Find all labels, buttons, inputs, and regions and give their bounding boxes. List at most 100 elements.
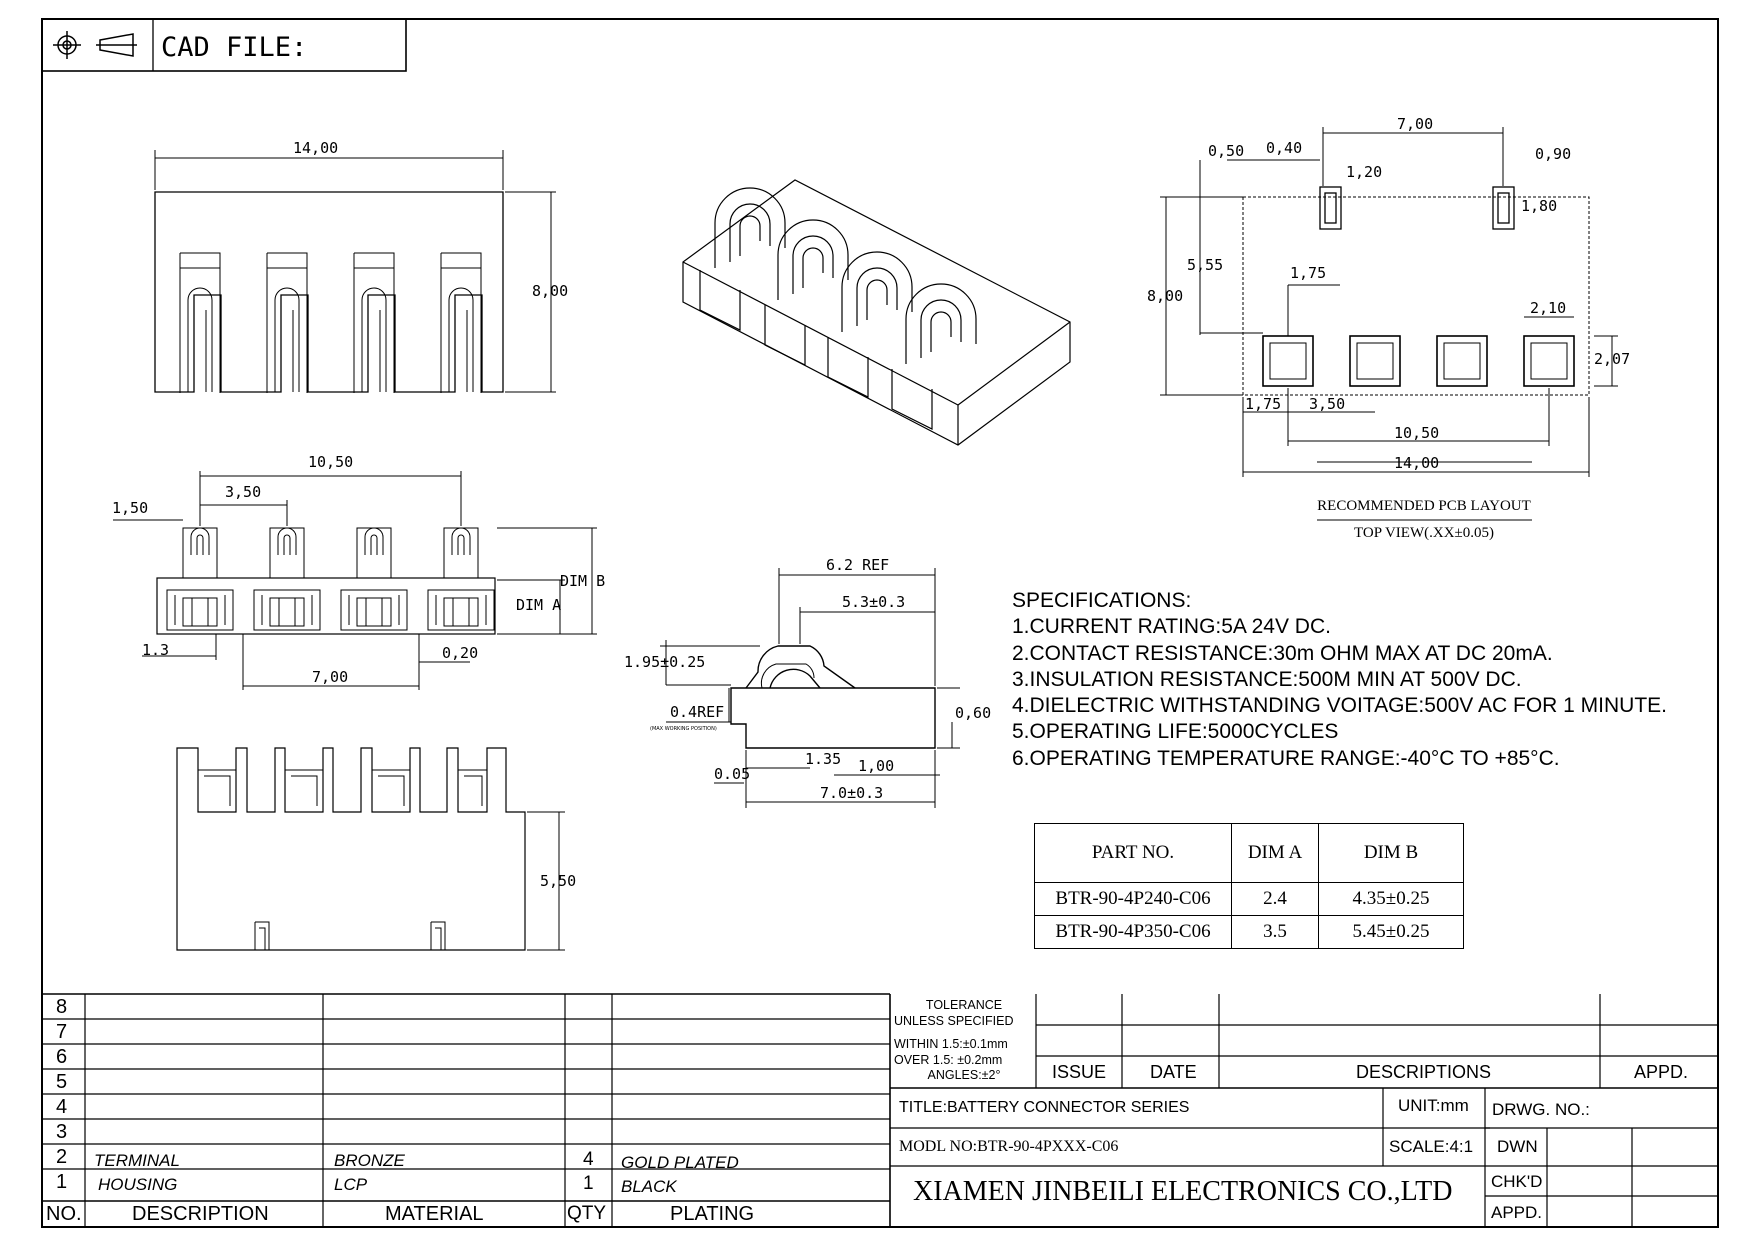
bom-header-plating: PLATING	[670, 1203, 755, 1225]
pcb-dim-800: 8,00	[1147, 287, 1183, 305]
tolerance-note: TOLERANCE UNLESS SPECIFIED WITHIN 1.5:±0…	[894, 998, 1034, 1084]
parts-row: BTR-90-4P240-C06 2.4 4.35±0.25	[1034, 882, 1464, 916]
title-block-lines	[890, 994, 1718, 1227]
pcb-hole-left	[1319, 186, 1342, 230]
parts-cell: 4.35±0.25	[1318, 882, 1464, 916]
section-dim-standoff: 0,60	[955, 704, 991, 722]
parts-row: BTR-90-4P350-C06 3.5 5.45±0.25	[1034, 915, 1464, 949]
bom-plating-gold: GOLD PLATED	[621, 1153, 739, 1172]
bom-qty: 1	[583, 1173, 594, 1194]
parts-header: PART NO.	[1034, 823, 1232, 883]
parts-header-row: PART NO. DIM A DIM B	[1034, 823, 1464, 883]
bom-table	[42, 993, 891, 1227]
pcb-dim-180: 1,80	[1521, 197, 1557, 215]
bom-header-material: MATERIAL	[385, 1203, 484, 1225]
bom-row-number: 2	[56, 1146, 68, 1168]
section-dim-working: 0.4REF	[670, 703, 724, 721]
section-dim-body: 7.0±0.3	[820, 784, 883, 802]
spec-item: 2.CONTACT RESISTANCE:30m OHM MAX AT DC 2…	[1012, 641, 1553, 665]
tolerance-line: OVER 1.5: ±0.2mm	[894, 1052, 1003, 1067]
pcb-dim-207: 2,07	[1594, 350, 1630, 368]
tolerance-line: ANGLES:±2°	[927, 1068, 1001, 1082]
bom-material-lcp: LCP	[334, 1175, 368, 1194]
bom-header-description: DESCRIPTION	[132, 1203, 269, 1225]
bom-row-number: 6	[56, 1046, 68, 1068]
bom-row-number: 4	[56, 1096, 68, 1118]
bom-plating-black: BLACK	[621, 1177, 677, 1196]
side-dim-left: 1.3	[142, 641, 169, 659]
bom-row-number: 8	[56, 996, 68, 1018]
bom-desc-housing: HOUSING	[98, 1175, 178, 1194]
section-dim-tail2: 1,00	[858, 757, 894, 775]
spec-item: 3.INSULATION RESISTANCE:500M MIN AT 500V…	[1012, 667, 1522, 691]
part-number-table: PART NO. DIM A DIM B BTR-90-4P240-C06 2.…	[1034, 823, 1464, 949]
spec-item: 6.OPERATING TEMPERATURE RANGE:-40°C TO +…	[1012, 746, 1560, 770]
title-series: TITLE:BATTERY CONNECTOR SERIES	[899, 1099, 1190, 1116]
title-issue: ISSUE	[1052, 1062, 1107, 1082]
pcb-dim-090: 0,90	[1535, 145, 1571, 163]
bom-row-number: 5	[56, 1071, 68, 1093]
front-width-dim: 14,00	[293, 139, 338, 157]
spec-item: 5.OPERATING LIFE:5000CYCLES	[1012, 720, 1339, 744]
spec-item: 1.CURRENT RATING:5A 24V DC.	[1012, 615, 1331, 639]
title-appd2: APPD.	[1491, 1203, 1543, 1222]
bom-row-number: 7	[56, 1021, 68, 1043]
side-dim-edge: 1,50	[112, 499, 148, 517]
first-angle-projection-cone-icon	[96, 33, 137, 57]
pcb-layout-view: 7,00 0,50 0,40 1,20 0,90 1,80 5,55 8,00 …	[1147, 115, 1630, 541]
pcb-dim-050: 0,50	[1208, 142, 1244, 160]
spec-item: 4.DIELECTRIC WITHSTANDING VOITAGE:500V A…	[1012, 694, 1667, 718]
front-height-dim: 8,00	[532, 282, 568, 300]
pcb-dim-b1400: 14,00	[1394, 454, 1439, 472]
parts-cell: BTR-90-4P350-C06	[1034, 915, 1232, 949]
title-chkd: CHK'D	[1491, 1172, 1543, 1191]
iso-contact-4	[905, 283, 977, 364]
pcb-dim-555: 5,55	[1187, 256, 1223, 274]
tolerance-line: UNLESS SPECIFIED	[894, 1013, 1014, 1028]
side-contacts	[166, 527, 495, 655]
pcb-dim-175: 1,75	[1290, 264, 1326, 282]
title-model: MODL NO:BTR-90-4PXXX-C06	[899, 1138, 1119, 1155]
tolerance-line: WITHIN 1.5:±0.1mm	[894, 1037, 1008, 1051]
isometric-view	[682, 179, 1071, 446]
bom-material-bronze: BRONZE	[334, 1151, 405, 1170]
title-appd: APPD.	[1634, 1062, 1689, 1082]
parts-cell: 3.5	[1231, 915, 1319, 949]
side-dim-pitch-total: 10,50	[308, 453, 353, 471]
cad-file-label: CAD FILE:	[161, 32, 307, 63]
pcb-pads	[1262, 335, 1575, 387]
side-dim-a: DIM A	[516, 596, 561, 614]
title-dwn: DWN	[1497, 1137, 1538, 1156]
bom-header-qty: QTY	[567, 1203, 607, 1224]
parts-cell: BTR-90-4P240-C06	[1034, 882, 1232, 916]
section-dim-ref: 6.2 REF	[826, 556, 889, 574]
specifications: SPECIFICATIONS: 1.CURRENT RATING:5A 24V …	[1012, 588, 1667, 772]
front-view: 14,00 8,00	[154, 139, 568, 393]
iso-contact-1	[714, 187, 786, 268]
pcb-caption: RECOMMENDED PCB LAYOUT	[1317, 498, 1531, 514]
pcb-dim-top: 7,00	[1397, 115, 1433, 133]
title-descriptions: DESCRIPTIONS	[1356, 1062, 1492, 1082]
first-angle-projection-circle-icon	[53, 31, 81, 59]
title-date: DATE	[1150, 1062, 1197, 1082]
section-view: 6.2 REF 5.3±0.3 1.95±0.25 0.4REF (MAX WO…	[624, 556, 991, 808]
tolerance-line: TOLERANCE	[925, 998, 1003, 1012]
bom-row-numbers: 8 7 6 5 4 3 2 1	[56, 995, 67, 1195]
iso-contact-2	[777, 219, 849, 300]
pcb-dim-040: 0,40	[1266, 139, 1302, 157]
section-dim-gap: 0.05	[714, 765, 750, 783]
pcb-subcaption: TOP VIEW(.XX±0.05)	[1354, 525, 1494, 541]
iso-contact-3	[841, 251, 913, 332]
section-working-note: (MAX WORKING POSITION)	[650, 726, 717, 732]
side-dim-pin-span: 7,00	[312, 668, 348, 686]
parts-cell: 5.45±0.25	[1318, 915, 1464, 949]
side-dim-pin-width: 0,20	[442, 644, 478, 662]
side-dim-pitch: 3,50	[225, 483, 261, 501]
title-drwg-no: DRWG. NO.:	[1492, 1100, 1590, 1119]
bom-row-number: 1	[56, 1171, 68, 1193]
spec-title: SPECIFICATIONS:	[1012, 589, 1192, 612]
pcb-dim-120: 1,20	[1346, 163, 1382, 181]
parts-header: DIM B	[1318, 823, 1464, 883]
section-dim-contact: 5.3±0.3	[842, 593, 905, 611]
